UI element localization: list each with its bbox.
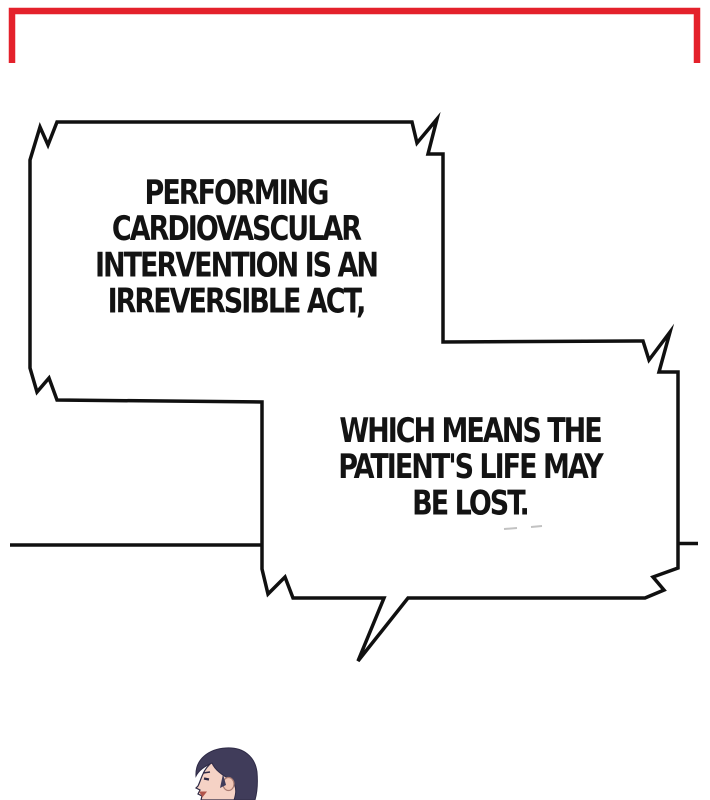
dialogue-line: WHICH MEANS THE	[339, 411, 602, 451]
red-frame-top	[8, 7, 701, 63]
speech-bubble-1-text: PERFORMING CARDIOVASCULAR INTERVENTION I…	[40, 175, 432, 320]
dialogue-line: CARDIOVASCULAR	[111, 210, 362, 249]
dialogue-line: PERFORMING	[144, 173, 330, 213]
eye-mark	[203, 777, 210, 781]
speech-bubble-2-text: WHICH MEANS THE PATIENT'S LIFE MAY BE LO…	[280, 413, 660, 522]
dialogue-line: IRREVERSIBLE ACT,	[107, 282, 367, 322]
dialogue-line: INTERVENTION IS AN	[94, 246, 379, 285]
speech-bubbles-outline	[28, 111, 680, 663]
dialogue-line: PATIENT'S LIFE MAY	[338, 448, 603, 487]
eyebrow-mark	[202, 771, 211, 774]
mouth-mark	[199, 791, 208, 798]
sideburn-shape	[220, 774, 226, 788]
character-head	[194, 747, 258, 800]
smudge-strokes	[503, 525, 543, 530]
hair-shape	[195, 747, 258, 800]
smudge-mark	[503, 525, 543, 530]
dialogue-line: BE LOST.	[412, 484, 530, 523]
